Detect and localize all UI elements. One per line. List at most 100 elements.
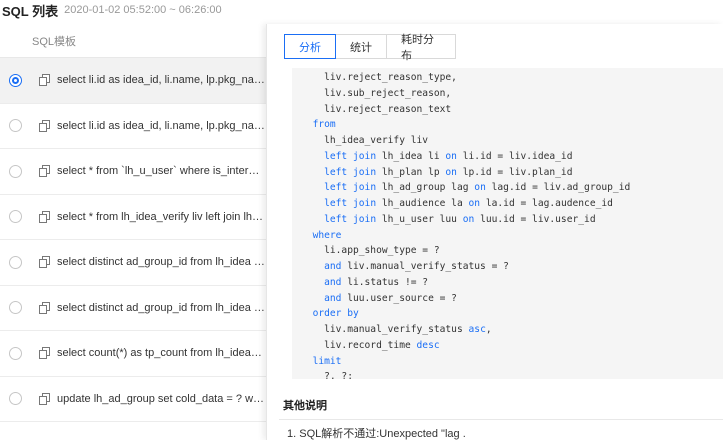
copy-icon[interactable]: [37, 210, 51, 224]
tab-analysis[interactable]: 分析: [284, 34, 336, 59]
sql-token: liv.reject_reason_type,: [301, 72, 457, 83]
tab-statistics[interactable]: 统计: [335, 34, 387, 59]
sql-token: [301, 182, 324, 193]
copy-icon[interactable]: [37, 392, 51, 406]
code-line: and luu.user_source = ?: [301, 291, 723, 307]
sql-list-item[interactable]: select distinct ad_group_id from lh_idea…: [0, 240, 266, 286]
copy-icon[interactable]: [37, 255, 51, 269]
select-radio[interactable]: [9, 164, 22, 178]
sql-token: lh_ad_group lag: [376, 182, 475, 194]
sql-token: lh_plan lp: [376, 166, 446, 178]
select-radio[interactable]: [9, 301, 22, 315]
select-radio[interactable]: [9, 346, 22, 360]
notes-item: 1. SQL解析不通过:Unexpected "lag .: [287, 428, 466, 440]
time-range: 2020-01-02 05:52:00 ~ 06:26:00: [64, 4, 222, 16]
sql-list-item[interactable]: select li.id as idea_id, li.name, lp.pkg…: [0, 58, 266, 104]
sql-keyword: on: [462, 213, 475, 225]
sql-keyword: left join: [324, 198, 377, 209]
sql-list: select li.id as idea_id, li.name, lp.pkg…: [0, 58, 266, 422]
copy-icon[interactable]: [37, 119, 51, 133]
sql-token: [301, 214, 324, 225]
sql-token: [301, 356, 313, 367]
sql-token: [301, 167, 324, 178]
sql-code: liv.reject_reason_type, liv.sub_reject_r…: [292, 68, 723, 379]
sql-keyword: left join: [324, 182, 377, 194]
sql-token: lag.id = liv.ad_group_id: [485, 182, 631, 194]
sql-keyword: order by: [312, 308, 359, 320]
sql-token: [301, 261, 324, 272]
copy-icon[interactable]: [37, 73, 51, 87]
sql-list-panel: SQL模板 select li.id as idea_id, li.name, …: [0, 24, 266, 440]
sql-token: [301, 293, 324, 304]
code-line: ?, ?;: [301, 369, 723, 379]
select-radio[interactable]: [9, 119, 22, 133]
sql-token: ,: [485, 324, 492, 335]
code-line: and li.status != ?: [301, 275, 723, 291]
sql-code-block[interactable]: liv.reject_reason_type, liv.sub_reject_r…: [292, 68, 723, 379]
sql-keyword: asc: [468, 324, 486, 335]
code-line: liv.record_time desc: [301, 338, 723, 354]
sql-token: li.app_show_type = ?: [301, 245, 440, 257]
select-radio[interactable]: [9, 255, 22, 269]
sql-keyword: left join: [324, 150, 377, 162]
code-line: left join lh_ad_group lag on lag.id = li…: [301, 180, 723, 196]
sql-keyword: and: [324, 261, 342, 272]
sql-template-text: select count(*) as tp_count from lh_idea…: [57, 347, 265, 360]
code-line: left join lh_u_user luu on luu.id = liv.…: [301, 212, 723, 228]
sql-token: liv.record_time: [301, 339, 417, 351]
sql-token: [301, 230, 313, 241]
sql-template-column-header: SQL模板: [0, 24, 266, 58]
sql-token: [301, 119, 313, 130]
code-line: liv.reject_reason_type,: [301, 70, 723, 86]
sql-keyword: on: [445, 150, 457, 162]
copy-icon[interactable]: [37, 301, 51, 315]
sql-token: [301, 308, 313, 319]
sql-token: [301, 277, 324, 288]
notes-title: 其他说明: [283, 400, 327, 412]
sql-token: li.id = liv.idea_id: [456, 150, 573, 162]
code-line: left join lh_audience la on la.id = lag.…: [301, 196, 723, 212]
sql-list-item[interactable]: select * from `lh_u_user` where is_inter…: [0, 149, 266, 195]
sql-list-item[interactable]: select * from lh_idea_verify liv left jo…: [0, 195, 266, 240]
detail-tabs: 分析 统计 耗时分布: [284, 34, 456, 62]
sql-keyword: desc: [416, 339, 440, 351]
code-line: where: [301, 228, 723, 244]
select-radio[interactable]: [9, 392, 22, 406]
sql-token: [301, 151, 324, 162]
sql-token: ?, ?;: [301, 371, 353, 379]
sql-token: liv.reject_reason_text: [301, 103, 452, 115]
sql-keyword: limit: [312, 355, 342, 367]
code-line: left join lh_idea li on li.id = liv.idea…: [301, 149, 723, 165]
select-radio[interactable]: [9, 73, 22, 87]
sql-token: lh_idea li: [376, 150, 446, 162]
sql-detail-panel: 分析 统计 耗时分布 liv.reject_reason_type, liv.s…: [266, 24, 723, 440]
code-line: liv.sub_reject_reason,: [301, 86, 723, 102]
sql-template-text: update lh_ad_group set cold_data = ? whe…: [57, 392, 265, 405]
page-title: SQL 列表: [2, 3, 59, 19]
sql-token: lh_u_user luu: [376, 213, 463, 225]
copy-icon[interactable]: [37, 164, 51, 178]
select-radio[interactable]: [9, 210, 22, 224]
sql-list-item[interactable]: update lh_ad_group set cold_data = ? whe…: [0, 377, 266, 422]
sql-keyword: on: [445, 166, 457, 178]
sql-token: luu.id = liv.user_id: [474, 213, 596, 225]
sql-token: lh_audience la: [376, 198, 469, 209]
sql-token: liv.sub_reject_reason,: [301, 87, 452, 99]
sql-token: luu.user_source = ?: [341, 292, 457, 304]
code-line: and liv.manual_verify_status = ?: [301, 259, 723, 275]
code-scrollbar[interactable]: [719, 64, 723, 380]
sql-list-item[interactable]: select count(*) as tp_count from lh_idea…: [0, 331, 266, 377]
sql-list-item[interactable]: select distinct ad_group_id from lh_idea…: [0, 286, 266, 331]
code-line: from: [301, 117, 723, 133]
copy-icon[interactable]: [37, 346, 51, 360]
sql-token: [301, 198, 324, 209]
tab-latency-distribution[interactable]: 耗时分布: [386, 34, 456, 62]
sql-keyword: and: [324, 276, 342, 288]
sql-keyword: where: [312, 229, 342, 241]
sql-list-item[interactable]: select li.id as idea_id, li.name, lp.pkg…: [0, 104, 266, 149]
sql-token: lh_idea_verify liv: [301, 135, 429, 146]
sql-template-text: select distinct ad_group_id from lh_idea…: [57, 256, 265, 269]
code-line: lh_idea_verify liv: [301, 133, 723, 149]
code-line: order by: [301, 306, 723, 322]
sql-template-text: select * from `lh_u_user` where is_inter…: [57, 165, 265, 178]
